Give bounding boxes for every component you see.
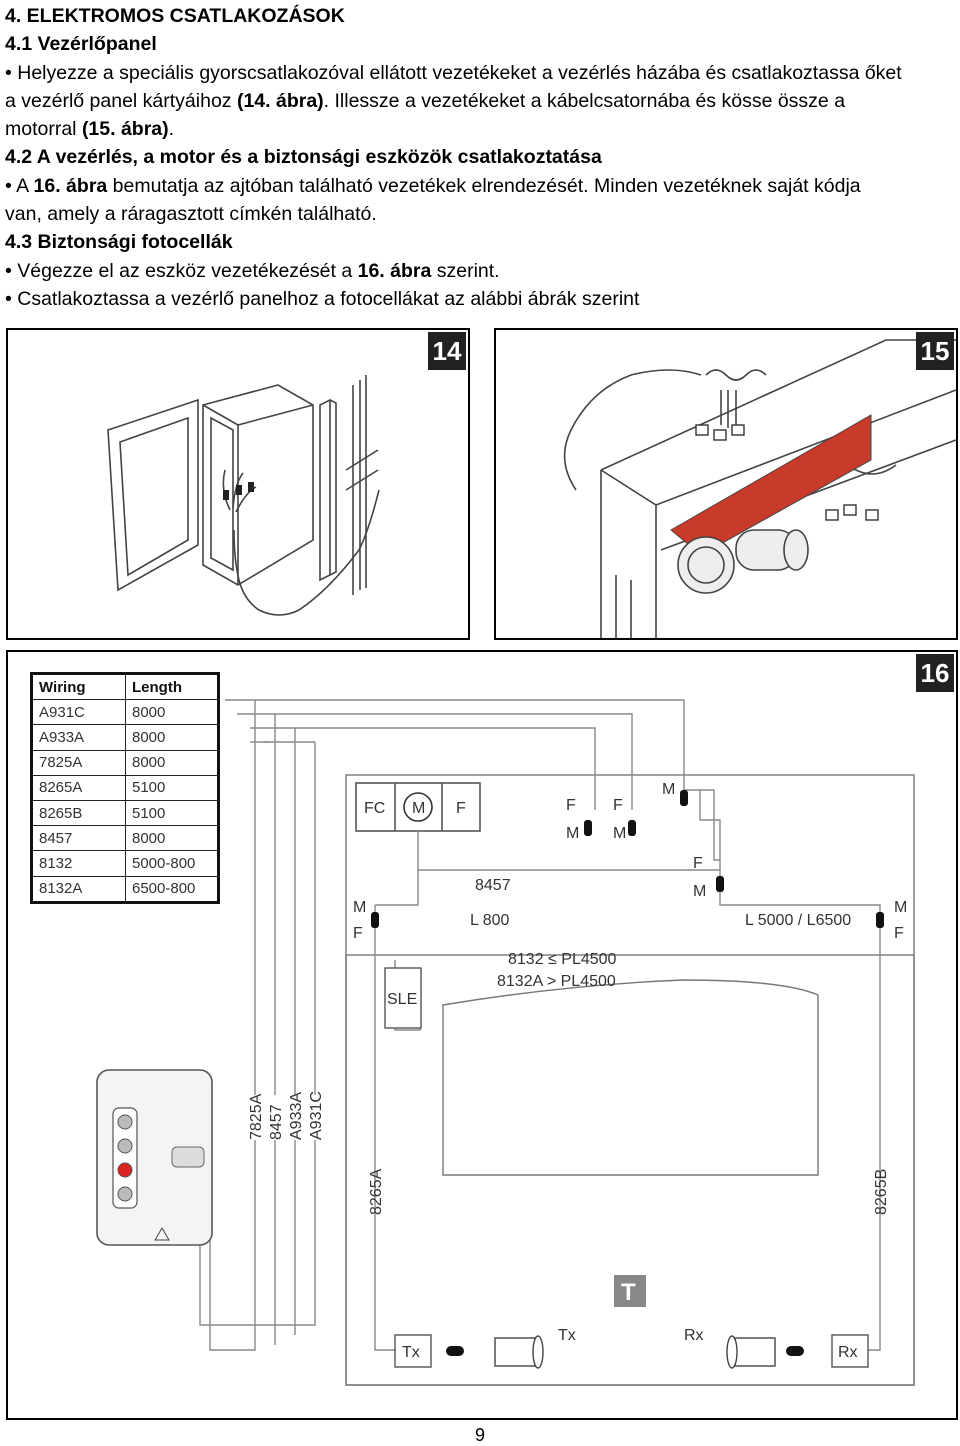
m-label-5: M bbox=[693, 883, 706, 900]
code-8265a-label: 8265A bbox=[368, 1168, 385, 1215]
table-cell: 5100 bbox=[125, 774, 219, 801]
code-vertical-3: A933A bbox=[288, 1092, 305, 1140]
f-label-6: F bbox=[353, 925, 363, 942]
motor-symbol bbox=[403, 792, 433, 822]
heading-4-1: 4.1 Vezérlőpanel bbox=[5, 33, 157, 56]
text-content: 4. ELEKTROMOS CSATLAKOZÁSOK 4.1 Vezérlőp… bbox=[5, 2, 957, 313]
table-cell: 8000 bbox=[125, 749, 219, 776]
code-vertical-4: A931C bbox=[308, 1091, 325, 1140]
para-4-2-line1: • A 16. ábra bemutatja az ajtóban találh… bbox=[5, 174, 861, 197]
f-label: F bbox=[456, 800, 466, 817]
code-8265b-label: 8265B bbox=[873, 1169, 890, 1215]
para-4-3-line2: • Csatlakoztassa a vezérlő panelhoz a fo… bbox=[5, 287, 640, 310]
control-box-illustration bbox=[107, 375, 380, 616]
remote-control bbox=[96, 1069, 213, 1246]
l800-label: L 800 bbox=[470, 912, 510, 929]
m-label-7: M bbox=[894, 899, 907, 916]
fc-label: FC bbox=[364, 800, 385, 817]
page-number: 9 bbox=[474, 1425, 485, 1445]
sle-label: SLE bbox=[387, 991, 417, 1008]
m-label-6: M bbox=[353, 899, 366, 916]
code-vertical-1: 7825A bbox=[248, 1093, 265, 1140]
table-cell: 8132 bbox=[31, 850, 126, 877]
f-label-2: F bbox=[566, 797, 576, 814]
f-label-4: F bbox=[693, 855, 703, 872]
tx-box-label: Tx bbox=[402, 1344, 420, 1361]
table-cell: A933A bbox=[31, 724, 126, 751]
table-cell: 8132A bbox=[31, 875, 126, 903]
table-cell: 5100 bbox=[125, 799, 219, 827]
tx-label: Tx bbox=[558, 1327, 576, 1344]
table-cell: 8265B bbox=[31, 799, 126, 827]
m-label-3: M bbox=[613, 825, 626, 842]
table-cell: 7825A bbox=[31, 749, 126, 776]
table-cell: 8000 bbox=[125, 724, 219, 751]
l5000-label: L 5000 / L6500 bbox=[745, 912, 851, 929]
table-header-row: Wiring Length bbox=[31, 672, 219, 701]
pl-label-1: 8132 ≤ PL4500 bbox=[508, 951, 617, 968]
figure-14: 14 bbox=[6, 328, 470, 640]
table-header: Wiring bbox=[31, 672, 126, 701]
table-cell: 8000 bbox=[125, 699, 219, 726]
table-cell: 8265A bbox=[31, 774, 126, 801]
table-cell: 5000-800 bbox=[125, 850, 219, 877]
motor-illustration bbox=[563, 339, 957, 638]
pl-label-2: 8132A > PL4500 bbox=[497, 973, 616, 990]
rx-label: Rx bbox=[684, 1327, 704, 1344]
para-4-2-line2: van, amely a ráragasztott címkén találha… bbox=[5, 203, 377, 226]
section-title: 4. ELEKTROMOS CSATLAKOZÁSOK bbox=[5, 5, 345, 27]
table-cell: 8000 bbox=[125, 825, 219, 852]
f-label-7: F bbox=[894, 925, 904, 942]
t-badge-label: T bbox=[621, 1279, 636, 1306]
motor-label: M bbox=[412, 800, 425, 817]
code-8457-label: 8457 bbox=[475, 877, 511, 894]
code-vertical-2: 8457 bbox=[268, 1104, 285, 1140]
table-cell: 6500-800 bbox=[125, 875, 219, 903]
f-label-3: F bbox=[613, 797, 623, 814]
table-header: Length bbox=[125, 672, 219, 701]
table-cell: A931C bbox=[31, 699, 126, 726]
heading-4-2: 4.2 A vezérlés, a motor és a biztonsági … bbox=[5, 146, 602, 169]
rx-box-label: Rx bbox=[838, 1344, 858, 1361]
figure-15-badge: 15 bbox=[916, 332, 954, 370]
para-4-1-line2: a vezérlő panel kártyáihoz (14. ábra). I… bbox=[5, 89, 846, 112]
figure-16-badge: 16 bbox=[916, 654, 954, 692]
figure-15: 15 bbox=[494, 328, 958, 640]
table-cell: 8457 bbox=[31, 825, 126, 852]
para-4-3-line1: • Végezze el az eszköz vezetékezését a 1… bbox=[5, 259, 500, 282]
para-4-1-line3: motorral (15. ábra). bbox=[5, 118, 175, 141]
m-label-2: M bbox=[566, 825, 579, 842]
figure-14-badge: 14 bbox=[428, 332, 466, 370]
m-label-4: M bbox=[662, 781, 675, 798]
heading-4-3: 4.3 Biztonsági fotocellák bbox=[5, 231, 233, 254]
para-4-1-line1: • Helyezze a speciális gyorscsatlakozóva… bbox=[5, 61, 902, 84]
